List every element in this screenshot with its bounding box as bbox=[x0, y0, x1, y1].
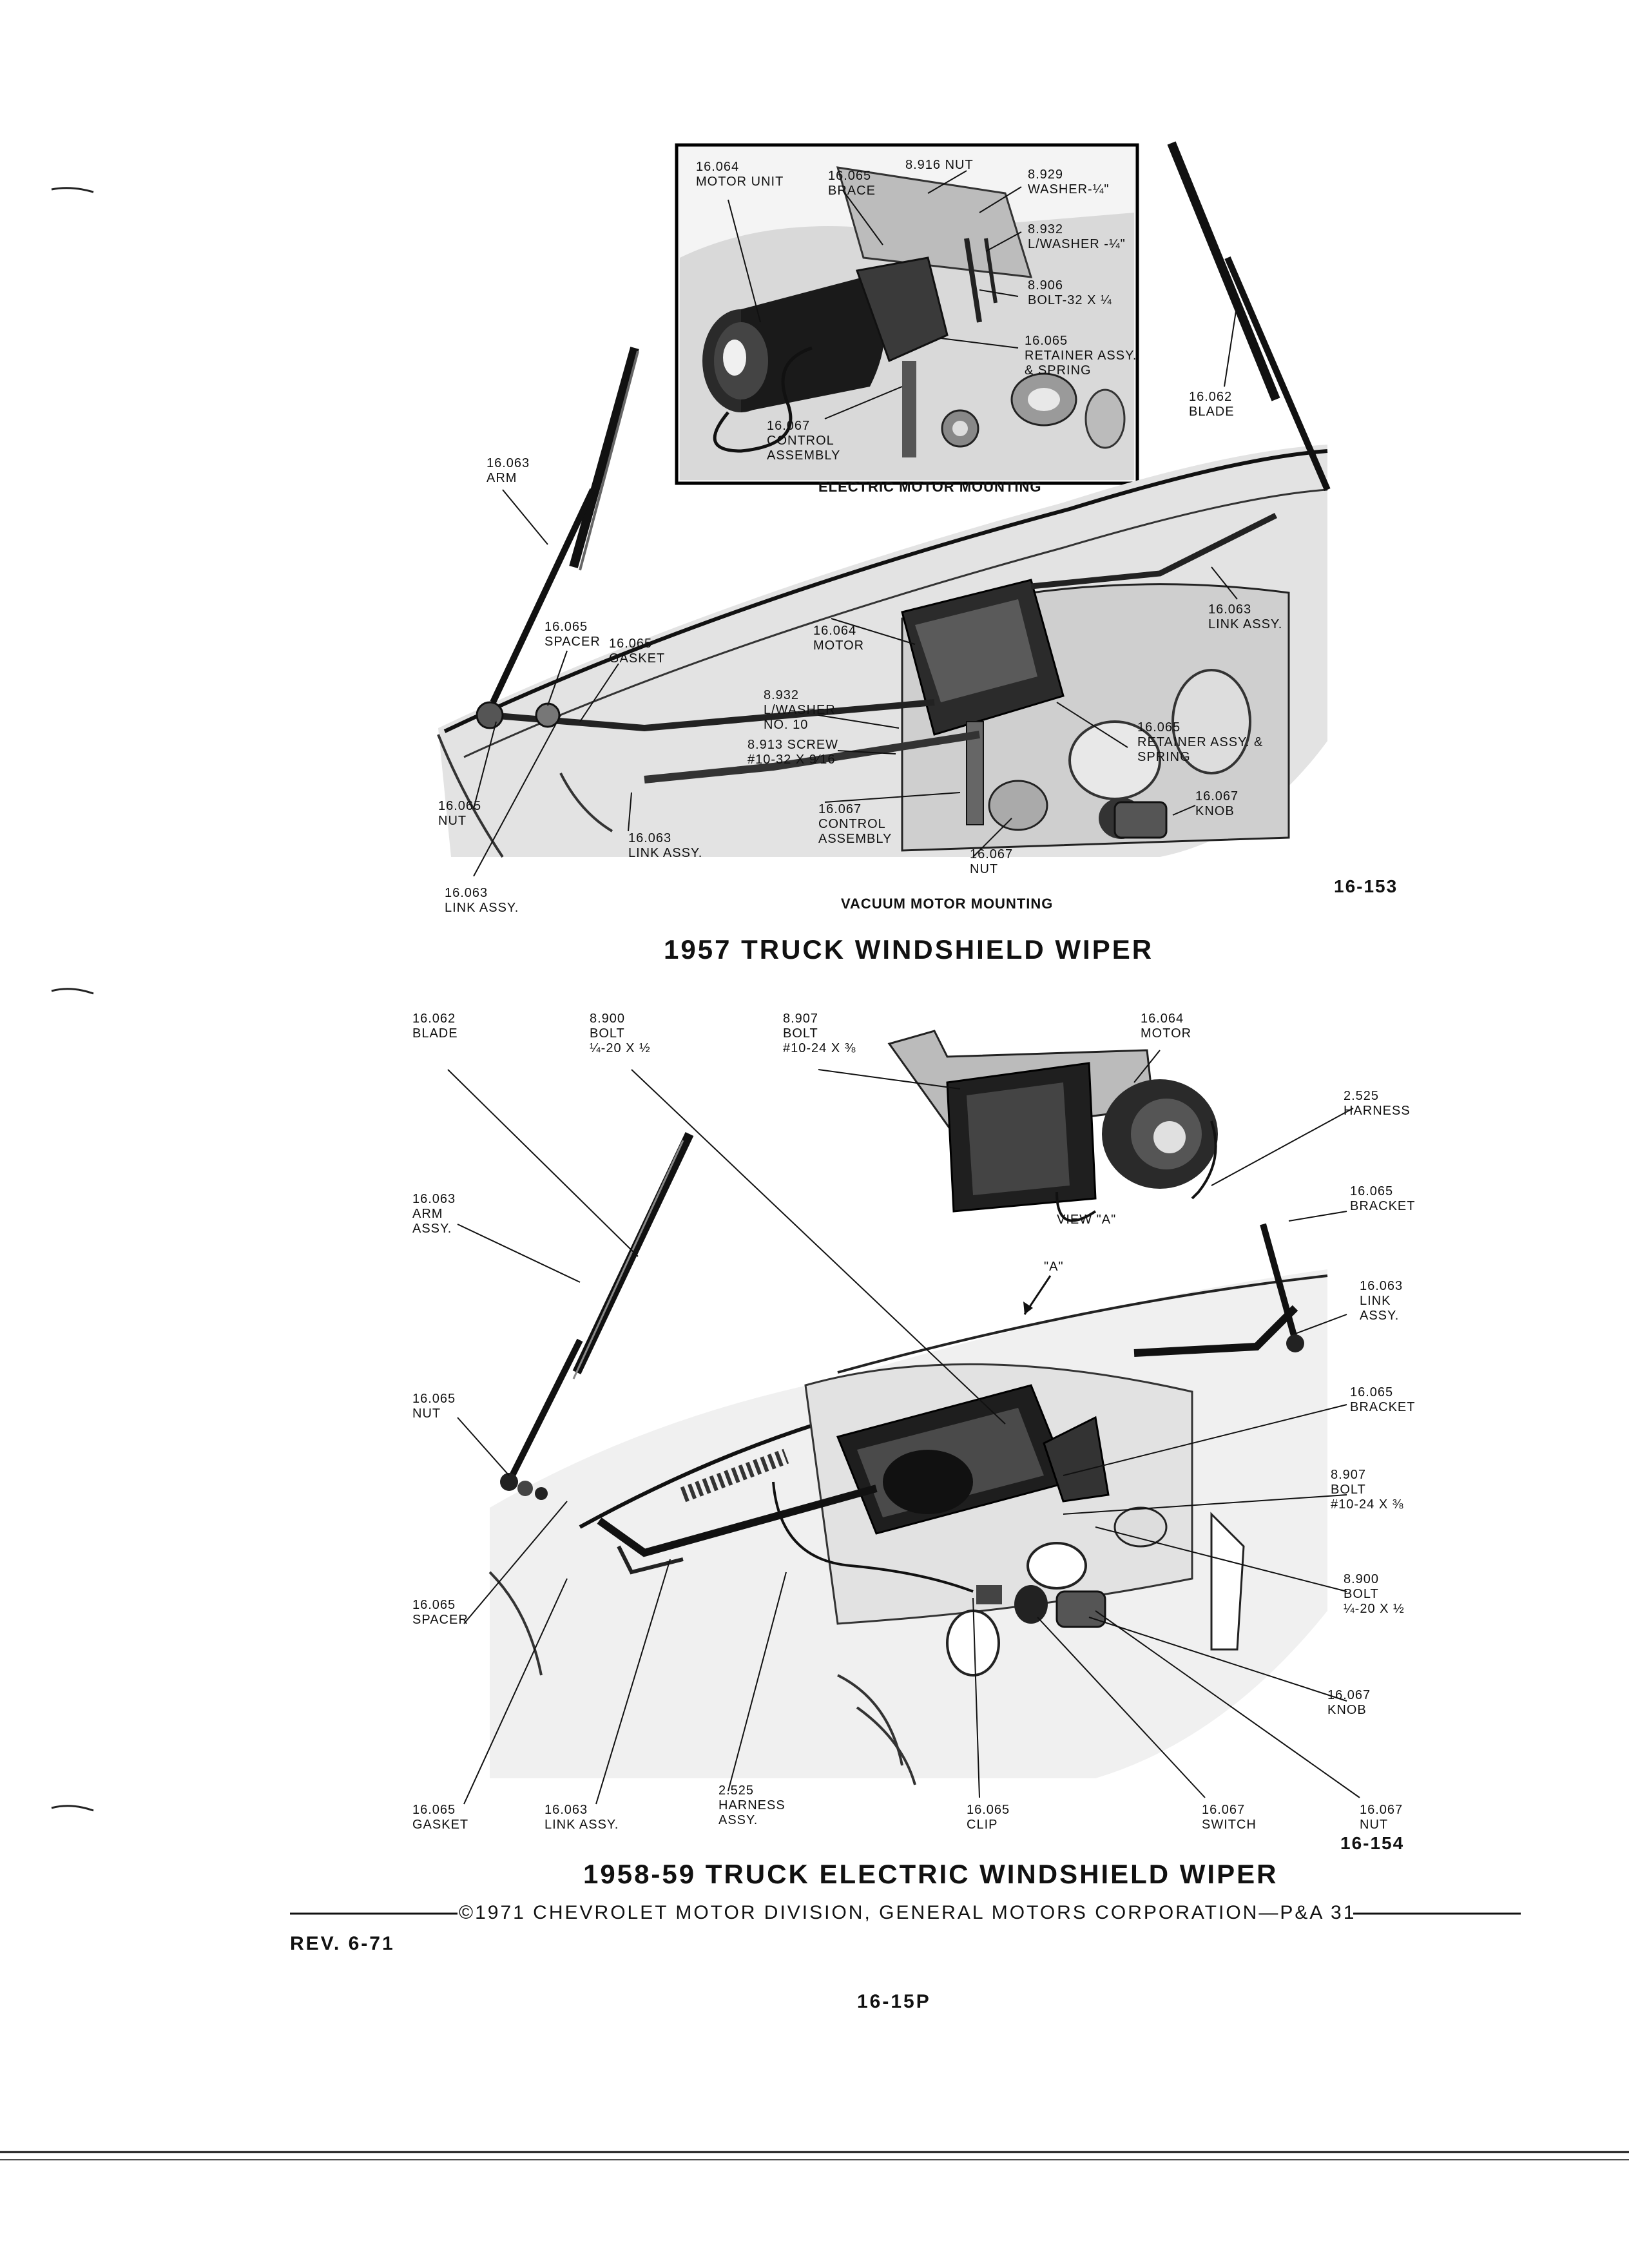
label-harness-assy: 2.525 HARNESS ASSY. bbox=[718, 1783, 786, 1827]
title-bottom: 1958-59 TRUCK ELECTRIC WINDSHIELD WIPER bbox=[583, 1859, 1278, 1889]
bottom-leader-lines bbox=[447, 1050, 1360, 1805]
label-brace: 16.065 BRACE bbox=[828, 169, 876, 198]
label-link-bottom: 16.063 LINK ASSY. bbox=[545, 1803, 619, 1832]
label-harness: 2.525 HARNESS bbox=[1344, 1089, 1411, 1118]
label-control-main: 16.067 CONTROL ASSEMBLY bbox=[818, 802, 892, 846]
view-a-marker: "A" bbox=[1044, 1260, 1064, 1274]
label-arm: 16.063 ARM bbox=[487, 456, 530, 485]
inset-caption: ELECTRIC MOTOR MOUNTING bbox=[818, 479, 1042, 495]
label-link-mid: 16.063 LINK ASSY. bbox=[628, 831, 703, 860]
label-motor: 16.064 MOTOR bbox=[813, 624, 865, 653]
label-screw-8913: 8.913 SCREW #10-32 x 9⁄16 bbox=[747, 738, 839, 767]
inset-electric-motor bbox=[675, 143, 1139, 485]
label-motor: 16.064 MOTOR bbox=[1141, 1012, 1192, 1041]
vacuum-motor-scene bbox=[437, 445, 1328, 858]
top-left-wiper bbox=[490, 347, 639, 704]
label-knob: 16.067 KNOB bbox=[1327, 1688, 1371, 1717]
label-bolt-8907-mid: 8.907 BOLT #10-24 x ⅜ bbox=[1331, 1468, 1404, 1512]
label-bracket-top: 16.065 BRACKET bbox=[1350, 1184, 1416, 1213]
label-arm-assy: 16.063 ARM ASSY. bbox=[412, 1192, 456, 1236]
label-switch: 16.067 SWITCH bbox=[1202, 1803, 1257, 1832]
label-nut-16067: 16.067 NUT bbox=[1360, 1803, 1403, 1832]
label-washer-8929: 8.929 WASHER-¼" bbox=[1028, 168, 1110, 197]
label-bolt-8900-mid: 8.900 BOLT ¼-20 x ½ bbox=[1344, 1572, 1405, 1616]
footer-rules bbox=[0, 1912, 1629, 2160]
label-control-inset: 16.067 CONTROL ASSEMBLY bbox=[767, 419, 841, 463]
label-spacer: 16.065 SPACER bbox=[412, 1598, 468, 1627]
label-bolt-8900-top: 8.900 BOLT ¼-20 x ½ bbox=[590, 1012, 651, 1055]
main-caption: VACUUM MOTOR MOUNTING bbox=[841, 896, 1054, 912]
label-lwasher-no10: 8.932 L/WASHER NO. 10 bbox=[764, 688, 836, 732]
figure-number-top: 16-153 bbox=[1334, 876, 1398, 896]
revision: REV. 6-71 bbox=[290, 1933, 395, 1954]
top-right-wiper bbox=[1167, 141, 1331, 491]
label-nut-8916: 8.916 NUT bbox=[905, 158, 974, 172]
bottom-left-wiper bbox=[500, 1132, 694, 1500]
top-leader-lines bbox=[473, 170, 1238, 877]
title-top: 1957 TRUCK WINDSHIELD WIPER bbox=[664, 934, 1154, 965]
label-motor-unit: 16.064 MOTOR UNIT bbox=[696, 160, 784, 189]
label-bolt-8906: 8.906 BOLT-32 x ¼ bbox=[1028, 278, 1112, 307]
label-spacer: 16.065 SPACER bbox=[545, 620, 601, 649]
label-lwasher-8932: 8.932 L/WASHER -¼" bbox=[1028, 222, 1126, 251]
label-bracket-mid: 16.065 BRACKET bbox=[1350, 1385, 1416, 1414]
page-number: 16-15P bbox=[857, 1991, 931, 2012]
label-retainer-main: 16.065 RETAINER ASSY. & SPRING bbox=[1137, 720, 1264, 764]
view-a-label: VIEW "A" bbox=[1057, 1213, 1117, 1227]
label-retainer-inset: 16.065 RETAINER ASSY. & SPRING bbox=[1025, 334, 1137, 378]
view-a-motor bbox=[887, 1030, 1218, 1222]
label-knob: 16.067 KNOB bbox=[1195, 789, 1239, 818]
label-nut-left: 16.065 NUT bbox=[438, 799, 482, 828]
label-blade: 16.062 BLADE bbox=[412, 1012, 458, 1041]
label-bolt-8907-top: 8.907 BOLT #10-24 x ⅜ bbox=[783, 1012, 856, 1055]
label-nut-16067: 16.067 NUT bbox=[970, 847, 1014, 876]
label-blade: 16.062 BLADE bbox=[1189, 390, 1235, 419]
label-nut: 16.065 NUT bbox=[412, 1392, 456, 1421]
margin-ticks bbox=[51, 187, 94, 1812]
electric-wiper-scene bbox=[488, 1269, 1328, 1785]
bottom-right-wiper bbox=[1260, 1223, 1304, 1352]
label-link-bottom: 16.063 LINK ASSY. bbox=[445, 886, 519, 915]
label-link-assy-right: 16.063 LINK ASSY. bbox=[1208, 602, 1283, 631]
label-clip: 16.065 CLIP bbox=[967, 1803, 1010, 1832]
label-gasket: 16.065 GASKET bbox=[609, 637, 666, 666]
copyright-line: ©1971 CHEVROLET MOTOR DIVISION, GENERAL … bbox=[459, 1902, 1356, 1923]
label-gasket: 16.065 GASKET bbox=[412, 1803, 469, 1832]
figure-number-bottom: 16-154 bbox=[1340, 1833, 1405, 1853]
label-link-right: 16.063 LINK ASSY. bbox=[1360, 1279, 1403, 1323]
